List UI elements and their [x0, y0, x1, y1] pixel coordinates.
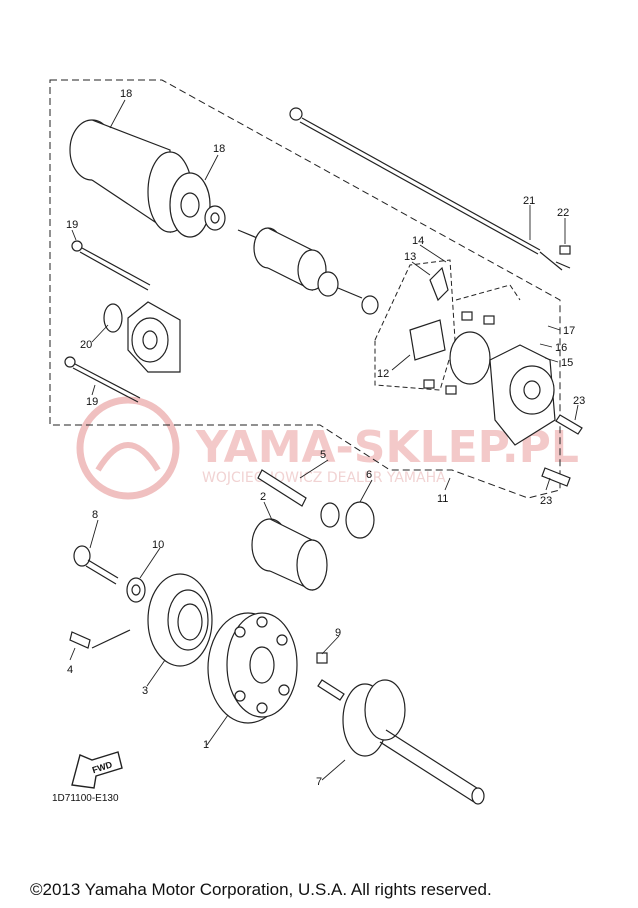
callout-4: 4	[67, 664, 73, 676]
callout-7: 7	[316, 776, 322, 788]
callout-20: 20	[80, 339, 92, 351]
part-long-bolts	[64, 240, 151, 403]
callout-17: 17	[563, 325, 575, 337]
callout-18a: 18	[120, 88, 132, 100]
part-idle-gears	[251, 469, 375, 591]
leader-lines	[69, 99, 579, 781]
part-cable	[289, 107, 571, 271]
callout-16: 16	[555, 342, 567, 354]
watermark-logo-icon	[76, 396, 180, 500]
callout-22: 22	[557, 207, 569, 219]
part-screws-23	[541, 414, 583, 487]
copyright-notice: ©2013 Yamaha Motor Corporation, U.S.A. A…	[30, 880, 492, 899]
diagram-part-code: 1D71100-E130	[52, 793, 119, 804]
callout-labels: 18 18 19 20 19 21 22 14 13 17 16 15 12 2…	[66, 88, 585, 788]
callout-5: 5	[320, 449, 326, 461]
part-front-cover	[103, 301, 181, 373]
part-starter-clutch	[69, 573, 213, 667]
callout-23a: 23	[573, 395, 585, 407]
callout-3: 3	[142, 685, 148, 697]
part-bolt-washer	[73, 545, 146, 603]
part-wheel-gear	[207, 612, 298, 724]
part-output-shaft	[316, 652, 485, 805]
callout-9: 9	[335, 627, 341, 639]
part-yoke	[69, 119, 226, 238]
callout-2: 2	[260, 491, 266, 503]
callout-23b: 23	[540, 495, 552, 507]
callout-13: 13	[404, 251, 416, 263]
callout-8: 8	[92, 509, 98, 521]
part-end-cover	[449, 331, 556, 446]
callout-21: 21	[523, 195, 535, 207]
callout-14: 14	[412, 235, 424, 247]
callout-12: 12	[377, 368, 389, 380]
assembly-boundary	[49, 79, 561, 499]
callout-1: 1	[203, 739, 209, 751]
callout-6: 6	[366, 469, 372, 481]
callout-19b: 19	[86, 396, 98, 408]
watermark-subtitle: WOJCIECHOWICZ DEALER YAMAHA	[202, 470, 446, 486]
fwd-arrow-icon: FWD	[71, 751, 123, 789]
part-armature	[237, 227, 379, 315]
callout-10: 10	[152, 539, 164, 551]
callout-18b: 18	[213, 143, 225, 155]
callout-19a: 19	[66, 219, 78, 231]
callout-15: 15	[561, 357, 573, 369]
part-brush-holder	[409, 266, 495, 395]
callout-11: 11	[437, 493, 448, 505]
